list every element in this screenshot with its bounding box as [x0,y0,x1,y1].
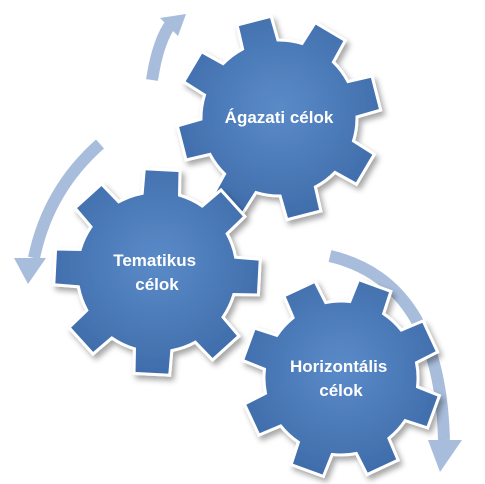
gear-horizontalis-label: Horizontális célok [290,357,392,400]
gear-tematikus-label-line-1: Tematikus [113,251,196,270]
arrow-top-group [146,14,186,81]
arrow-left-head [14,258,46,284]
curved-arrow-down-icon [28,139,104,260]
gear-tematikus-label-line-2: célok [135,275,179,294]
gear-horizontalis-label-line-1: Horizontális [290,357,387,376]
gear-agazati [175,14,383,222]
gear-horizontalis-label-line-2: célok [319,381,363,400]
gear-tematikus-body [52,167,262,377]
gear-horizontalis [240,277,442,479]
arrow-left-group [14,139,104,284]
gear-agazati-body [175,14,383,222]
gear-tematikus-label: Tematikus célok [113,251,201,294]
gear-tematikus [52,167,262,377]
gear-agazati-label-line-1: Ágazati célok [225,108,334,127]
gear-agazati-label: Ágazati célok [225,108,334,127]
gear-horizontalis-body [240,277,442,479]
curved-arrow-up-icon [146,18,177,81]
curved-arrow-down-icon [328,250,450,441]
arrow-top-head [160,14,186,36]
arrow-right-group [328,250,462,472]
arrow-right-head [428,440,462,472]
